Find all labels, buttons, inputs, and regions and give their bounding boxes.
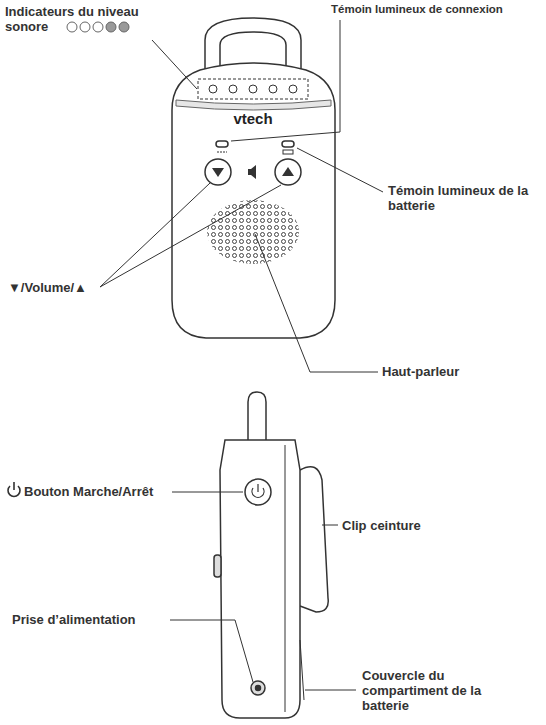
side-view [214,392,328,718]
part-label: Témoin lumineux de la batterie [388,183,538,213]
part-label: Témoin lumineux de connexion [331,3,543,17]
part-label: Prise d’alimentation [12,612,168,627]
part-label: Indicateurs du niveau sonore [5,4,165,34]
front-view [172,18,335,338]
leader-lines [100,20,383,690]
part-label: Haut-parleur [382,364,512,379]
part-label: Couvercle du compartiment de la batterie [362,668,522,713]
power-symbol [8,482,20,496]
part-label: ▼/Volume/▲ [8,280,98,295]
brand-logo: vtech [233,110,273,127]
level-indicator-symbols [67,22,129,32]
part-label: Bouton Marche/Arrêt [24,484,170,499]
part-label: Clip ceinture [342,518,482,533]
